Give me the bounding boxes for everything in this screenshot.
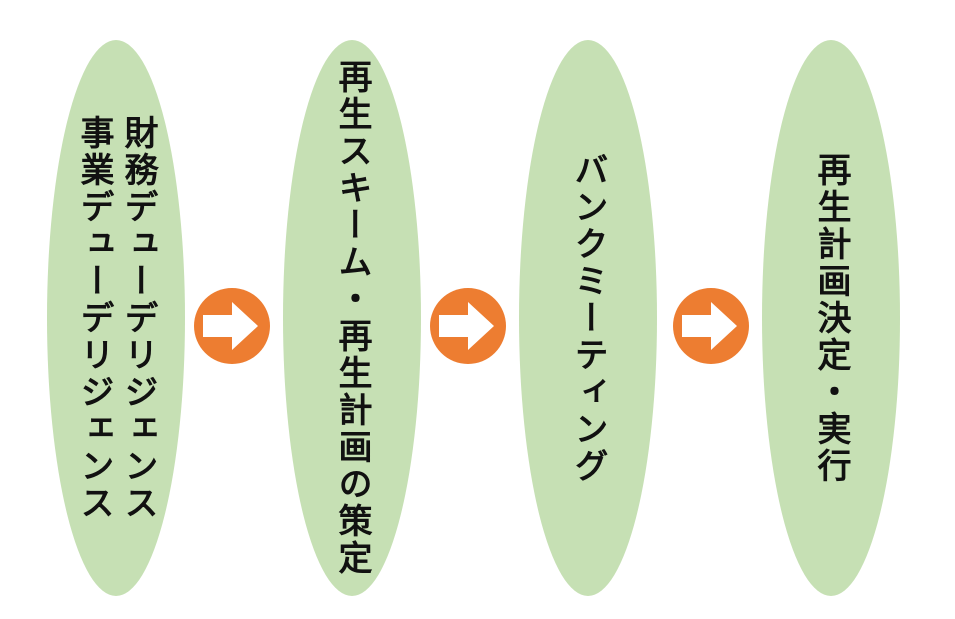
step-due-diligence-label: 財務デューデリジェンス 事業デューデリジェンス [74, 114, 158, 522]
step-scheme-planning: 再生スキーム・再生計画の策定 [283, 40, 421, 596]
right-arrow-circle-icon [430, 288, 506, 364]
step-due-diligence: 財務デューデリジェンス 事業デューデリジェンス [47, 40, 185, 596]
step-scheme-planning-label: 再生スキーム・再生計画の策定 [332, 59, 372, 577]
step-bank-meeting-label: バンクミーティング [568, 151, 608, 485]
step-execution: 再生計画決定・実行 [762, 40, 900, 596]
right-arrow-circle-icon [673, 288, 749, 364]
right-arrow-circle-icon [194, 288, 270, 364]
step-bank-meeting: バンクミーティング [519, 40, 657, 596]
step-execution-label: 再生計画決定・実行 [811, 151, 851, 485]
